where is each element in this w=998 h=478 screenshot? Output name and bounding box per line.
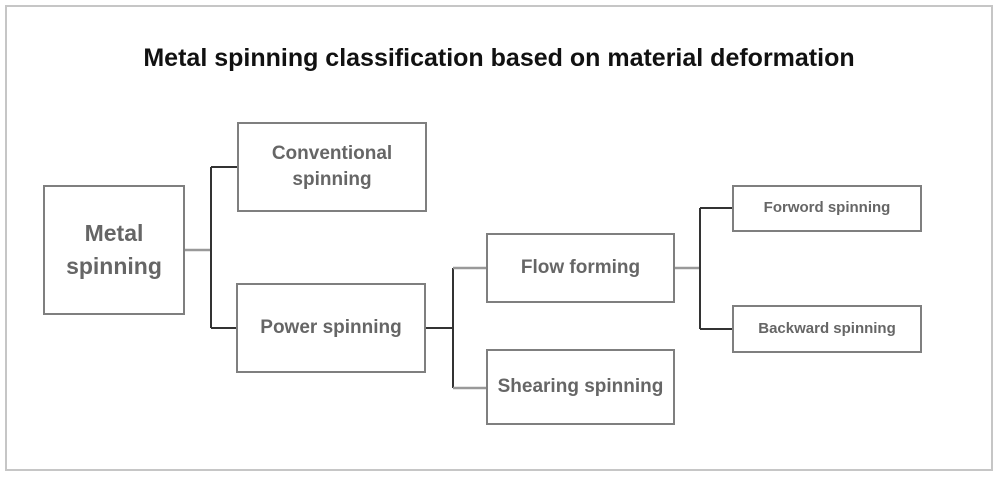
node-metal-spinning: Metal spinning xyxy=(43,185,185,315)
node-forword-spinning: Forword spinning xyxy=(732,185,922,232)
node-shearing-spinning: Shearing spinning xyxy=(486,349,675,425)
node-backward-spinning: Backward spinning xyxy=(732,305,922,353)
node-power-spinning: Power spinning xyxy=(236,283,426,373)
diagram-title: Metal spinning classification based on m… xyxy=(143,44,855,72)
node-conventional-spinning: Conventional spinning xyxy=(237,122,427,212)
node-flow-forming: Flow forming xyxy=(486,233,675,303)
